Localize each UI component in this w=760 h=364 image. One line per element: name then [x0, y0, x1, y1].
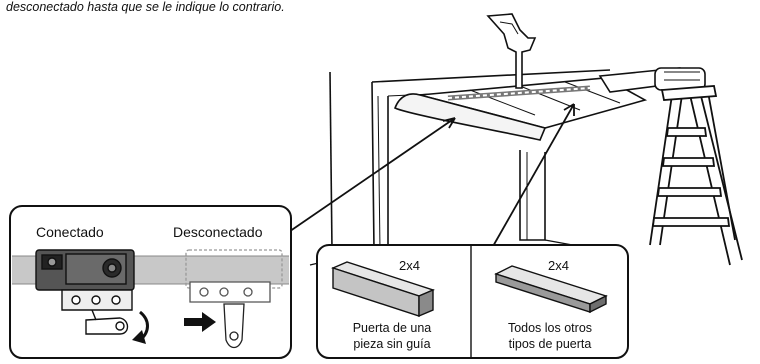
- opener-motor-unit: [598, 67, 706, 93]
- trolley-connected: [35, 249, 135, 335]
- pull-arrow-icon: [184, 312, 216, 332]
- disconnected-label: Desconectado: [173, 224, 263, 240]
- instruction-caption: desconectado hasta que se le indique lo …: [6, 0, 285, 14]
- rotate-arrow-icon: [132, 310, 149, 344]
- right-board-line2: tipos de puerta: [508, 337, 592, 351]
- callout-lines: [279, 103, 575, 249]
- connected-label: Conectado: [36, 224, 104, 240]
- garage-door-panel: [393, 77, 648, 141]
- right-board-size-label: 2x4: [548, 258, 569, 273]
- left-board-description: Puerta de una pieza sin guía: [322, 320, 462, 352]
- left-board-line1: Puerta de una: [352, 321, 432, 335]
- trolley-disconnected: [185, 249, 283, 349]
- right-board-line1: Todos los otros: [507, 321, 593, 335]
- board-flat: [494, 265, 608, 314]
- step-ladder: [649, 85, 743, 266]
- header-bracket: [486, 13, 537, 89]
- right-board-description: Todos los otros tipos de puerta: [480, 320, 620, 352]
- board-upright: [331, 261, 435, 318]
- left-board-line2: pieza sin guía: [353, 337, 431, 351]
- board-inset-frame: [316, 244, 629, 359]
- left-board-size-label: 2x4: [399, 258, 420, 273]
